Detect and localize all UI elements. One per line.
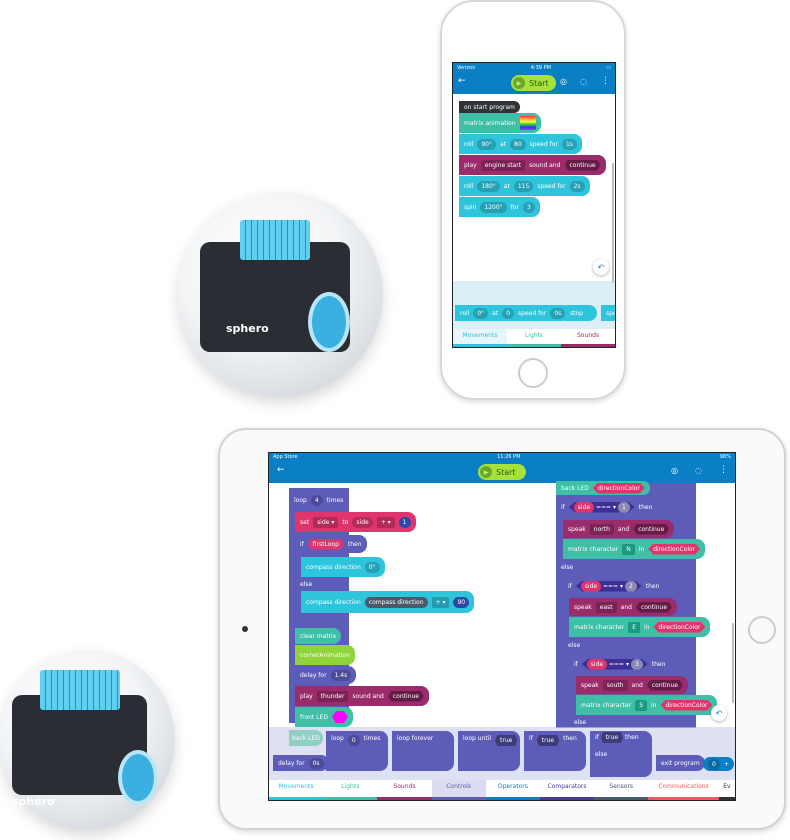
- status-bar: Verizon 4:39 PM ▭: [453, 63, 615, 72]
- else-label: else: [556, 560, 579, 574]
- aim-icon[interactable]: ◎: [671, 466, 678, 475]
- color-swatch[interactable]: [331, 711, 348, 723]
- battery: 98%: [719, 454, 731, 460]
- battery-icon: ▭: [606, 64, 611, 71]
- tab-controls[interactable]: Controls: [431, 780, 486, 800]
- led-matrix: [240, 220, 310, 260]
- start-button[interactable]: ▶Start: [511, 75, 556, 91]
- matrix-preview: [519, 116, 536, 130]
- tab-lights[interactable]: Lights: [323, 780, 378, 800]
- more-menu-icon[interactable]: ⋮: [601, 76, 610, 86]
- clear-matrix-block[interactable]: clear matrix: [295, 628, 342, 644]
- tab-operators[interactable]: Operators: [485, 780, 541, 800]
- aim-icon[interactable]: ◎: [560, 77, 567, 86]
- matrix-animation-block[interactable]: matrix animation: [459, 113, 541, 133]
- sphero-logo: sphero: [226, 322, 269, 335]
- front-led-block[interactable]: front LED: [295, 707, 353, 727]
- sphero-logo: sphero: [12, 795, 55, 808]
- home-button[interactable]: [748, 616, 776, 644]
- tab-events[interactable]: Ev: [718, 780, 735, 800]
- on-start-block[interactable]: on start program: [459, 101, 520, 113]
- tab-movements[interactable]: Movements: [269, 780, 324, 800]
- tab-lights[interactable]: Lights: [507, 329, 561, 347]
- drive-icon[interactable]: ◌: [695, 466, 702, 475]
- tab-sounds[interactable]: Sounds: [561, 329, 615, 347]
- else-label: else: [295, 577, 318, 591]
- tablet-screen: App Store 11:26 PM 98% ← ▶Start ◎ ◌ ⋮ lo…: [268, 452, 736, 801]
- undo-button[interactable]: ↶: [711, 705, 727, 721]
- palette-loop-forever-block[interactable]: loop forever: [392, 731, 454, 771]
- scrollbar[interactable]: [732, 623, 734, 703]
- app-header: ← ▶Start ◎ ◌ ⋮: [269, 461, 735, 483]
- app-store-back[interactable]: App Store: [273, 454, 298, 460]
- else-label: else: [563, 638, 586, 652]
- clock: 11:26 PM: [497, 454, 521, 460]
- back-led-block[interactable]: back LED: [289, 730, 323, 746]
- sphero-robot-bottom: sphero: [0, 650, 175, 830]
- app-header: ← ▶Start ◎ ◌ ⋮: [453, 72, 615, 94]
- tab-movements[interactable]: Movements: [453, 329, 507, 347]
- back-arrow-icon[interactable]: ←: [277, 465, 285, 475]
- palette-speed-block[interactable]: speed: [601, 305, 615, 321]
- tab-sounds[interactable]: Sounds: [377, 780, 432, 800]
- more-menu-icon[interactable]: ⋮: [719, 465, 728, 475]
- clock: 4:39 PM: [530, 64, 551, 71]
- play-icon: ▶: [513, 77, 525, 89]
- else-label: else: [569, 716, 592, 728]
- category-tabs: Movements Lights Sounds Controls Operato…: [269, 780, 735, 800]
- start-button[interactable]: ▶Start: [478, 464, 526, 480]
- front-camera: [242, 626, 248, 632]
- tab-sensors[interactable]: Sensors: [594, 780, 649, 800]
- tab-communications[interactable]: Communications: [648, 780, 720, 800]
- palette-exit-program-block[interactable]: exit program: [656, 755, 705, 771]
- wheel: [308, 292, 350, 352]
- wheel: [118, 750, 158, 805]
- drive-icon[interactable]: ◌: [580, 77, 587, 86]
- home-button[interactable]: [518, 358, 548, 388]
- back-arrow-icon[interactable]: ←: [458, 76, 466, 86]
- sphero-robot-top: sphero: [178, 192, 383, 397]
- corner-animation-block[interactable]: cornerAnimation: [295, 645, 355, 665]
- tab-comparators[interactable]: Comparators: [539, 780, 595, 800]
- status-bar: App Store 11:26 PM 98%: [269, 453, 735, 461]
- carrier: Verizon: [457, 64, 476, 71]
- palette-stop-block[interactable]: stop: [565, 305, 597, 321]
- undo-button[interactable]: ↶: [593, 259, 609, 275]
- scrollbar[interactable]: [612, 163, 614, 283]
- led-matrix: [40, 670, 120, 710]
- palette-number-block[interactable]: 0+: [703, 757, 734, 771]
- phone-screen: Verizon 4:39 PM ▭ ← ▶Start ◎ ◌ ⋮ on star…: [452, 62, 616, 348]
- category-tabs: Movements Lights Sounds: [453, 329, 615, 347]
- play-icon: ▶: [480, 466, 492, 478]
